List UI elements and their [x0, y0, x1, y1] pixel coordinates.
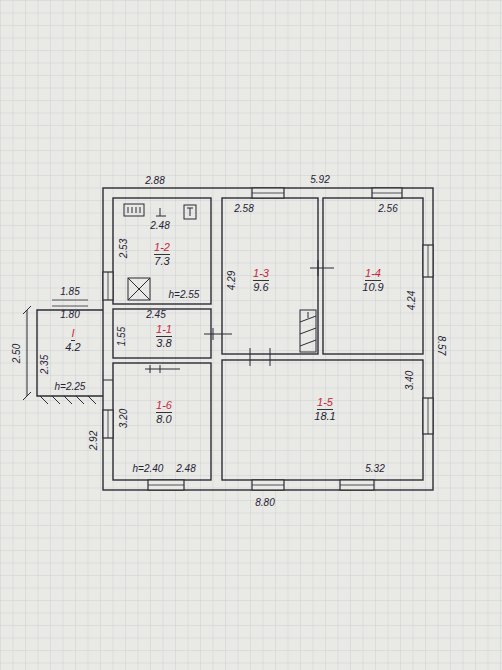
- dimension-label: h=2.55: [169, 289, 200, 300]
- dimension-label: 2.92: [89, 430, 100, 449]
- dimension-label: 2.58: [234, 203, 253, 214]
- room: 1-68.0: [124, 386, 204, 438]
- dimension-label: 2.45: [146, 309, 165, 320]
- dimension-label: 1.55: [117, 326, 128, 345]
- dimension-label: 5.32: [365, 463, 384, 474]
- dimension-label: 2.50: [12, 343, 23, 362]
- dimension-label: 4.29: [227, 270, 238, 289]
- dimension-label: h=2.40: [133, 463, 164, 474]
- dimension-label: 8.80: [255, 497, 274, 508]
- dimension-label: 2.53: [119, 238, 130, 257]
- room-area: 3.8: [156, 337, 171, 350]
- dimension-label: 1.85: [60, 286, 79, 297]
- room-area: 4.2: [65, 341, 80, 354]
- room-number: 1-5: [317, 396, 333, 410]
- room-number: I: [71, 327, 74, 341]
- room: 1-410.9: [326, 255, 420, 305]
- dimension-label: 2.35: [40, 354, 51, 373]
- room-area: 10.9: [362, 281, 383, 294]
- room-area: 18.1: [314, 410, 335, 423]
- dimension-label: 2.88: [145, 175, 164, 186]
- room: 1-518.1: [270, 384, 380, 434]
- dimension-label: 1.80: [60, 309, 79, 320]
- dimension-label: 2.48: [176, 463, 195, 474]
- room-area: 9.6: [253, 281, 268, 294]
- room-area: 7.3: [154, 255, 169, 268]
- room-number: 1-4: [365, 267, 381, 281]
- room: I4.2: [48, 318, 98, 362]
- dimension-label: h=2.25: [55, 381, 86, 392]
- room-number: 1-3: [253, 267, 269, 281]
- dimension-label: 5.92: [310, 174, 329, 185]
- room: 1-13.8: [124, 318, 204, 354]
- room-number: 1-6: [156, 399, 172, 413]
- dimension-label: 8.57: [437, 335, 448, 354]
- dimension-label: 3.40: [405, 370, 416, 389]
- room-area: 8.0: [156, 413, 171, 426]
- dimension-label: 3.20: [119, 408, 130, 427]
- dimension-label: 2.56: [378, 203, 397, 214]
- room-number: 1-1: [156, 323, 172, 337]
- room-number: 1-2: [154, 241, 170, 255]
- dimension-label: 2.48: [150, 220, 169, 231]
- dimension-label: 4.24: [407, 290, 418, 309]
